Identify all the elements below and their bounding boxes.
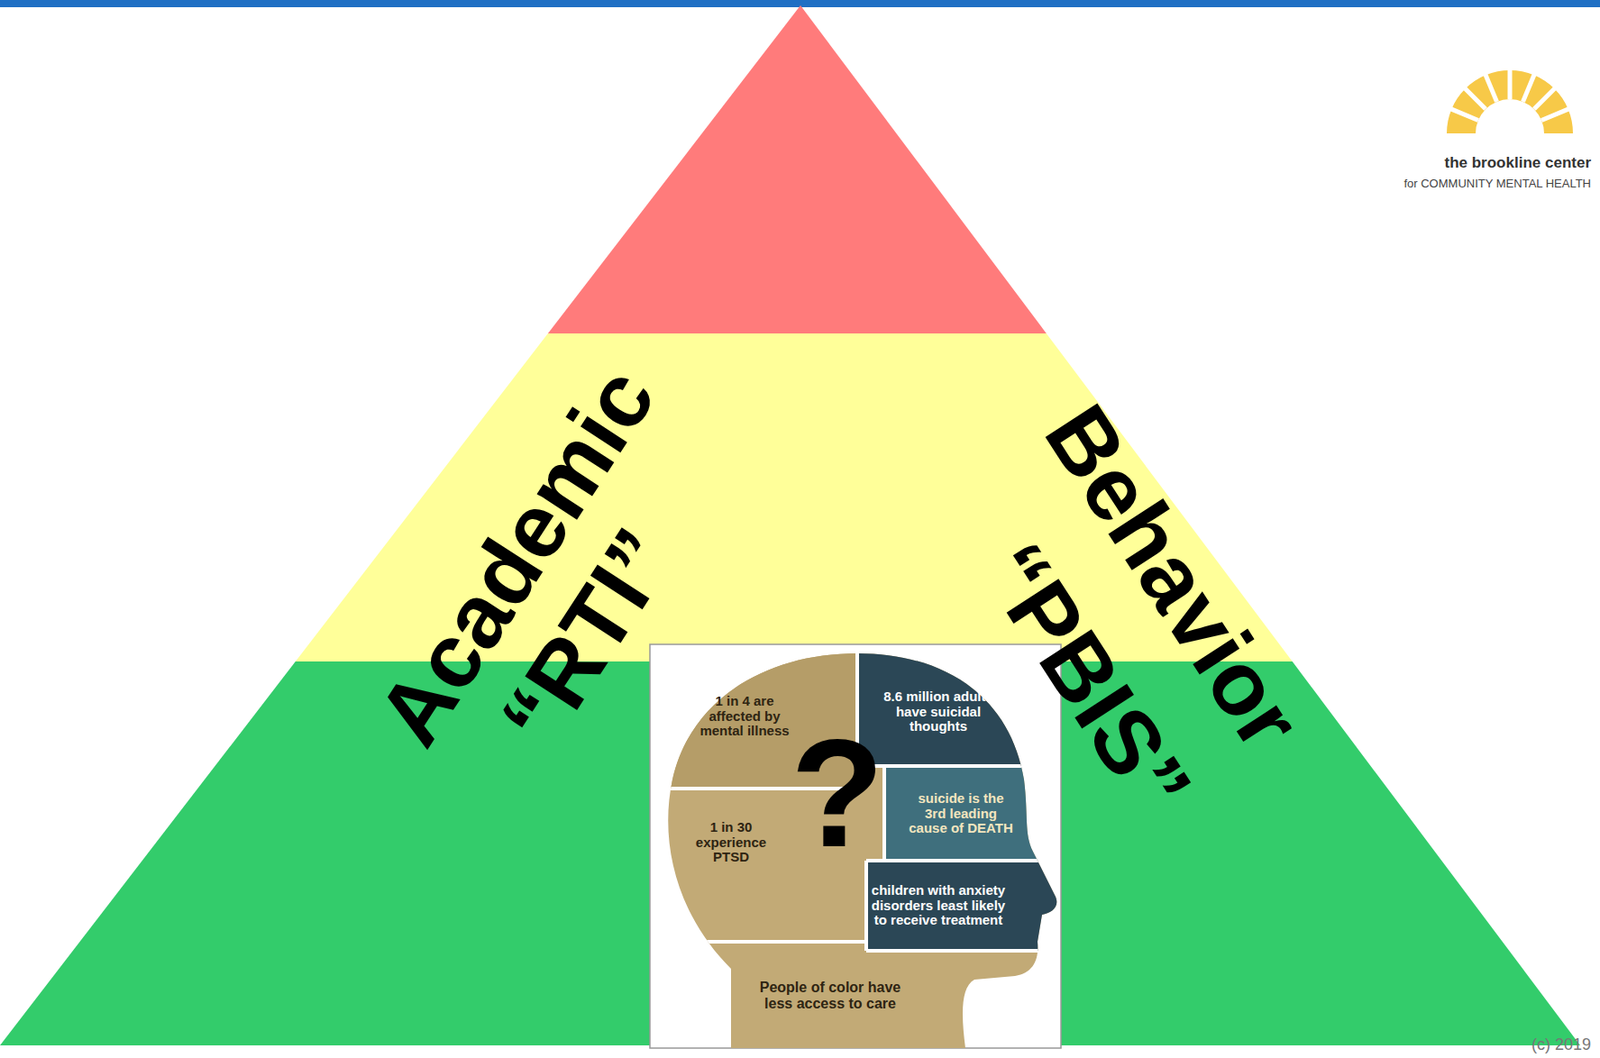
logo-sunburst	[1446, 68, 1573, 134]
tier-yellow	[0, 333, 1600, 662]
statistic-text: suicide is the 3rd leading cause of DEAT…	[906, 791, 1015, 837]
statistic-text: 8.6 million adults have suicidal thought…	[879, 689, 997, 735]
statistic-text: children with anxiety disorders least li…	[870, 883, 1006, 929]
head-picture	[649, 644, 1061, 1049]
logo-name: the brookline center	[1444, 155, 1591, 173]
statistic-text: People of color have less access to care	[744, 979, 916, 1012]
picture-frame	[649, 644, 1061, 1049]
logo-tagline: for COMMUNITY MENTAL HEALTH	[1403, 177, 1591, 191]
statistic-text: 1 in 30 experience PTSD	[681, 820, 781, 866]
tier-green	[0, 661, 1600, 1050]
question-mark: ?	[790, 709, 885, 878]
copyright-note: (c) 2019	[1531, 1036, 1591, 1055]
head-silhouette	[649, 644, 1061, 1049]
statistic-text: 1 in 4 are affected by mental illness	[694, 694, 796, 740]
tier-red	[0, 0, 1600, 334]
